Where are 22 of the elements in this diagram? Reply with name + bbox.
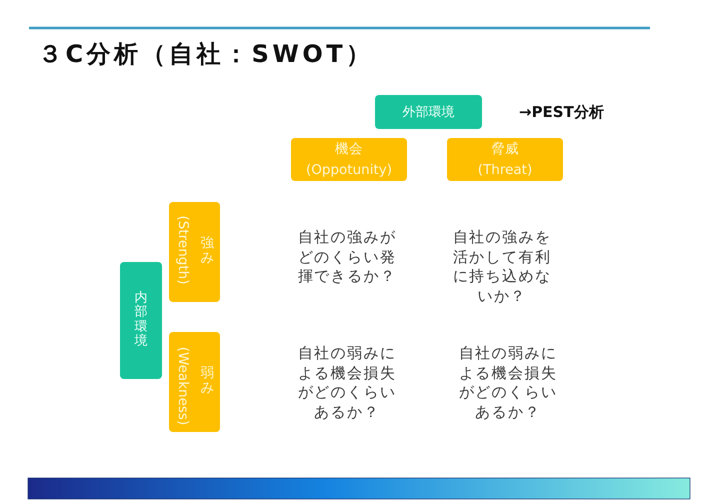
category-box: [120, 262, 162, 379]
title: ３C分析（自社：SWOT）: [38, 39, 374, 70]
rotated-label: (Strength): [174, 216, 192, 284]
column-header-box: [447, 138, 563, 181]
question-text: 自社の強みがどのくらい発揮できるか？: [296, 228, 398, 288]
box-subtitle: (Threat): [478, 160, 532, 180]
question-text: 自社の弱みによる機会損失がどのくらいあるか？: [296, 344, 398, 423]
vertical-label: 弱み: [200, 366, 214, 396]
rotated-label: (Weakness): [174, 346, 192, 426]
vertical-label: 強み: [200, 236, 214, 266]
vertical-label: 内部環境: [134, 291, 148, 349]
box-title: 機会: [335, 140, 363, 158]
row-header-box: [169, 202, 220, 302]
question-text: 自社の弱みによる機会損失がどのくらいあるか？: [458, 344, 558, 423]
column-header-box: [291, 138, 407, 181]
box-title: 脅威: [491, 140, 519, 158]
box-title: 外部環境: [402, 104, 454, 122]
row-header-box: [169, 332, 220, 432]
box-subtitle: (Oppotunity): [306, 160, 392, 180]
category-box: [375, 95, 482, 129]
question-text: 自社の強みを活かして有利に持ち込めないか？: [452, 228, 552, 307]
note-text: →PEST分析: [519, 102, 605, 122]
